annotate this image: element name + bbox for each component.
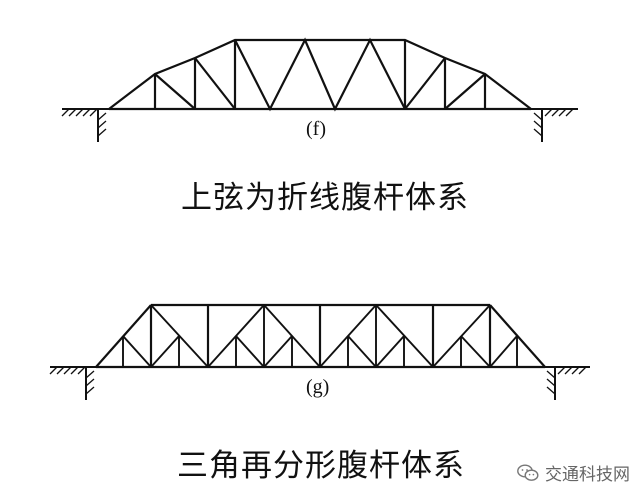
wechat-icon <box>517 463 539 481</box>
figure-f-caption: 上弦为折线腹杆体系 <box>181 180 469 216</box>
figure-g-caption: 三角再分形腹杆体系 <box>177 448 465 484</box>
figure-f-label: (f) <box>306 118 326 140</box>
watermark: 交通科技网 <box>517 460 630 485</box>
watermark-text: 交通科技网 <box>545 465 630 485</box>
truss-diagram-f <box>61 37 578 142</box>
figure-g-label: (g) <box>306 376 330 398</box>
